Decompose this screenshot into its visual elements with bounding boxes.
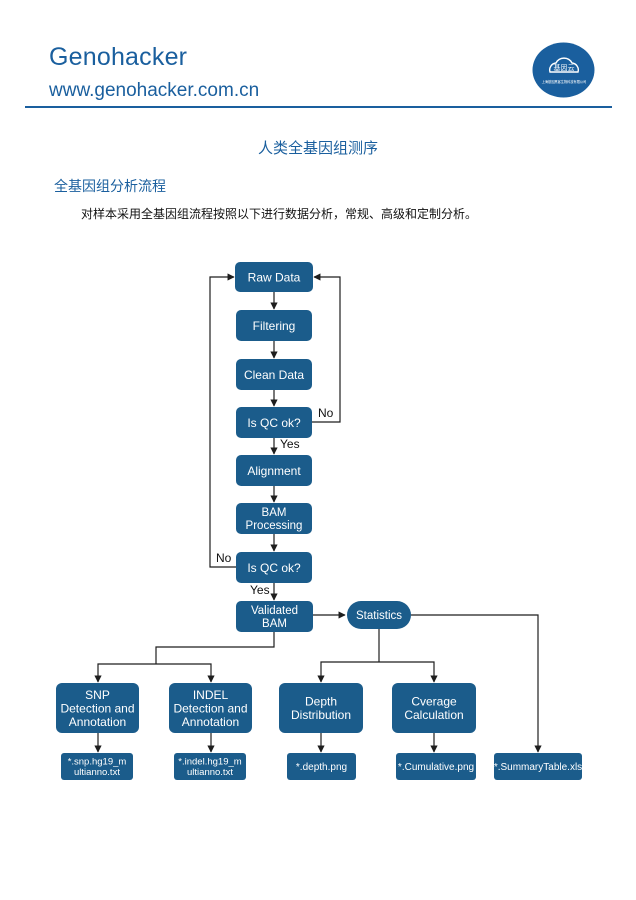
node-raw-data: Raw Data: [235, 262, 313, 292]
flowchart-edges: [94, 273, 542, 753]
logo-subtext: 上海基因黑客生物科技有限公司: [542, 79, 587, 84]
file-depth-png: *.depth.png: [287, 753, 356, 780]
file-snp-annotation-label-2: ultianno.txt: [74, 767, 120, 778]
edge-to-coverage: [379, 661, 438, 683]
edge-stats-summary: [411, 614, 542, 753]
node-snp-detection-label-1: SNP: [85, 688, 110, 702]
node-indel-detection-label-3: Annotation: [182, 715, 239, 729]
section-title: 全基因组分析流程: [54, 179, 166, 195]
header-divider: [25, 106, 612, 108]
company-logo: 基因云 上海基因黑客生物科技有限公司: [532, 42, 595, 98]
node-clean-data-label-1: Clean Data: [244, 368, 304, 382]
node-statistics: Statistics: [347, 601, 411, 629]
edge-to-snp: [94, 663, 156, 683]
brand-name: Genohacker: [49, 43, 188, 71]
edge-to-depth: [317, 661, 379, 683]
node-validated-bam-label-1: Validated: [251, 605, 298, 617]
node-snp-detection-label-3: Annotation: [69, 715, 126, 729]
qc1-yes-label: Yes: [280, 437, 300, 451]
website-url[interactable]: www.genohacker.com.cn: [49, 80, 260, 101]
node-indel-detection-label-1: INDEL: [193, 688, 229, 702]
file-summary-table-label-1: *.SummaryTable.xls: [494, 762, 582, 773]
node-bam-processing-label-1: BAM: [262, 507, 287, 519]
qc2-yes-label: Yes: [250, 583, 270, 597]
node-depth-distribution-label-1: Depth: [305, 695, 337, 709]
file-indel-annotation-label-1: *.indel.hg19_m: [178, 757, 241, 768]
qc2-no-label: No: [216, 551, 232, 565]
intro-paragraph: 对样本采用全基因组流程按照以下进行数据分析，常规、高级和定制分析。: [81, 207, 478, 221]
file-cumulative-png: *.Cumulative.png: [396, 753, 476, 780]
node-indel-detection-label-2: Detection and: [173, 701, 247, 715]
file-cumulative-png-label-1: *.Cumulative.png: [398, 762, 474, 773]
node-raw-data-label-1: Raw Data: [248, 270, 301, 284]
node-qc-check-1-label-1: Is QC ok?: [247, 416, 301, 430]
node-filtering-label-1: Filtering: [253, 319, 296, 333]
edge-validated-split: [155, 632, 275, 664]
node-qc-check-2-label-1: Is QC ok?: [247, 561, 301, 575]
node-snp-detection-label-2: Detection and: [60, 701, 134, 715]
file-depth-png-label-1: *.depth.png: [296, 762, 347, 773]
edge-to-indel: [156, 663, 215, 683]
node-qc-check-2: Is QC ok?: [236, 552, 312, 583]
page-title: 人类全基因组测序: [257, 139, 378, 157]
node-bam-processing-label-2: Processing: [246, 520, 303, 532]
node-filtering: Filtering: [236, 310, 312, 341]
node-qc-check-1: Is QC ok?: [236, 407, 312, 438]
edge-qc2-loop: [209, 273, 236, 568]
node-clean-data: Clean Data: [236, 359, 312, 390]
node-alignment-label-1: Alignment: [247, 464, 301, 478]
node-depth-distribution-label-2: Distribution: [291, 708, 351, 722]
logo-text: 基因云: [554, 63, 575, 72]
node-validated-bam-label-2: BAM: [262, 618, 287, 630]
qc1-no-label: No: [318, 406, 334, 420]
file-summary-table: *.SummaryTable.xls: [494, 753, 582, 780]
node-alignment: Alignment: [236, 455, 312, 486]
edge-qc1-loop: [312, 273, 341, 423]
node-statistics-label-1: Statistics: [356, 610, 402, 622]
node-coverage-calculation-label-2: Calculation: [404, 708, 463, 722]
file-snp-annotation-label-1: *.snp.hg19_m: [68, 757, 127, 768]
node-coverage-calculation-label-1: Cverage: [411, 695, 457, 709]
file-indel-annotation-label-2: ultianno.txt: [187, 767, 233, 778]
